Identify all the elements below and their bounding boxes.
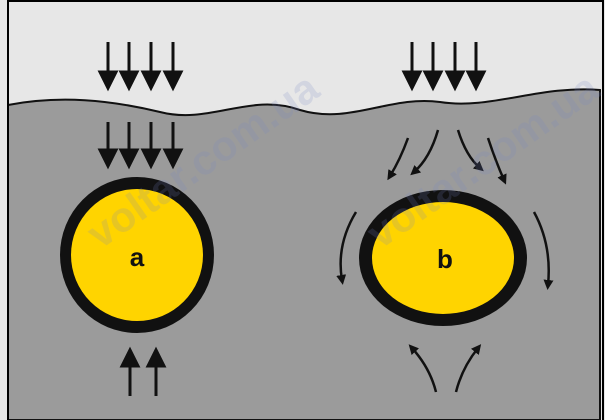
pipe-label-b: b [437,244,453,274]
surface-load-arrows-b [401,42,487,92]
bottom-arrows-b [408,344,482,393]
pipe-label-a: a [130,242,145,272]
side-arrows-b [336,211,554,290]
reaction-arrows-a [119,346,167,396]
surface-load-arrows-a [97,42,184,92]
arching-arrows-b [387,129,507,185]
soil-mass [7,88,601,420]
flexible-pipe-b [359,190,527,326]
rigid-pipe-a [60,177,214,333]
soil-pressure-arrows-a [97,122,184,170]
